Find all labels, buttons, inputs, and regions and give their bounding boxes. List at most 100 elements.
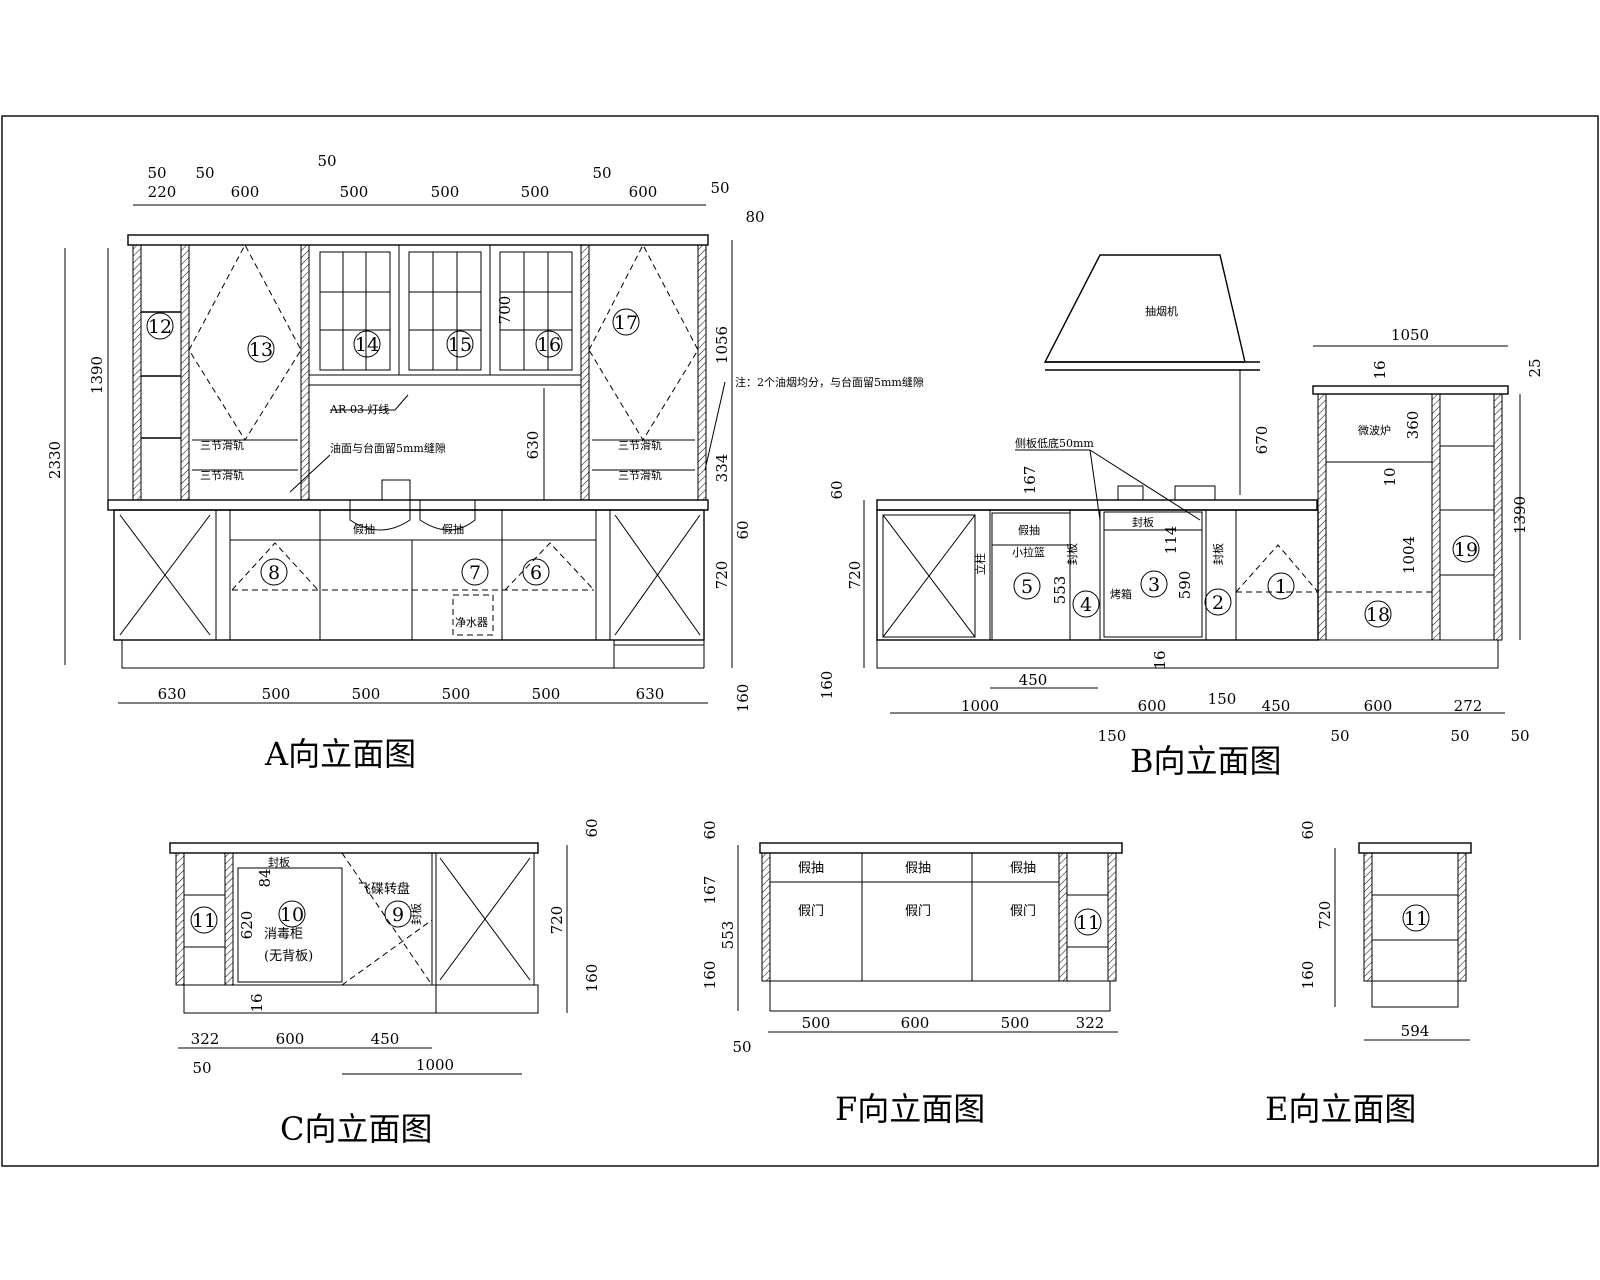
dim-label: 飞碟转盘 [358, 881, 410, 897]
dim-label: 160 [583, 964, 601, 993]
circle-label: 14 [355, 334, 379, 356]
dim-label: 160 [734, 684, 752, 713]
note-text: 侧板低底50mm [1015, 436, 1094, 450]
dim-label: 3 [1148, 574, 1160, 596]
dim-label: 720 [846, 561, 864, 590]
dim-label: 1390 [1511, 496, 1529, 534]
note-text: 封板 [1211, 543, 1225, 565]
note-text: 三节滑轨 [200, 438, 244, 452]
dim-label: 84 [256, 868, 274, 887]
dim-label: 16 [1151, 650, 1169, 669]
dim-label: 假门 [905, 904, 931, 919]
view-title-c: C向立面图 [280, 1110, 433, 1148]
dim-label: 160 [818, 671, 836, 700]
dim-label: 1050 [1391, 326, 1429, 344]
dim-label: 消毒柜 [264, 927, 303, 942]
note-text: 烤箱 [1110, 587, 1132, 601]
circle-label: 8 [268, 562, 280, 584]
dim-label: 620 [238, 911, 256, 940]
note-text: 立柱 [973, 553, 987, 575]
dim-label: 167 [701, 876, 719, 905]
dim-label: 160 [1299, 961, 1317, 990]
dim-label: 500 [802, 1014, 831, 1032]
dim-label: 11 [192, 910, 216, 932]
dim-label: 600 [901, 1014, 930, 1032]
dim-label: 600 [276, 1030, 305, 1048]
note-text: AR-03 灯线 [329, 402, 389, 416]
dim-label: 590 [1176, 571, 1194, 600]
note-text: 假抽 [1018, 523, 1040, 537]
dim-label: 11 [1404, 908, 1428, 930]
note-text: 假抽 [353, 522, 375, 536]
dim-label: 50 [317, 152, 336, 170]
dim-label: 假抽 [905, 861, 931, 876]
dim-label: 10 [280, 904, 304, 926]
dims-right-a: 80 1056 334 60 720 160 [713, 208, 765, 712]
hood-label: 抽烟机 [1145, 304, 1178, 318]
dims-bottom-a: 630 500 500 500 500 630 [158, 685, 665, 703]
dim-label: 450 [1262, 697, 1291, 715]
circle-label: 7 [469, 562, 481, 584]
dim-label: 2330 [46, 441, 64, 479]
dim-label: 600 [629, 183, 658, 201]
dim-label: 60 [701, 820, 719, 839]
dim-label: 50 [192, 1059, 211, 1077]
note-text: 注：2个油烟均分，与台面留5mm缝隙 [735, 375, 924, 389]
dim-label: 50 [1450, 727, 1469, 745]
dim-label: 1004 [1400, 536, 1418, 574]
dim-label: 1056 [713, 326, 731, 364]
dim-label: 16 [1371, 360, 1389, 379]
dim-label: 50 [732, 1038, 751, 1056]
dim-label: 160 [701, 961, 719, 990]
dim-label: 500 [521, 183, 550, 201]
dim-label: 50 [147, 164, 166, 182]
view-title-a: A向立面图 [264, 735, 416, 773]
circle-label: 6 [530, 562, 542, 584]
dim-label: 600 [1364, 697, 1393, 715]
dim-label: 720 [713, 561, 731, 590]
dim-label: 封板 [409, 903, 423, 925]
dim-label: 594 [1401, 1022, 1430, 1040]
dim-label: 334 [713, 454, 731, 483]
dim-label: 150 [1098, 727, 1127, 745]
dim-label: 1 [1275, 576, 1287, 598]
note-text: 三节滑轨 [618, 468, 662, 482]
dim-label: 630 [636, 685, 665, 703]
dim-label: 假门 [1010, 904, 1036, 919]
dim-label: 360 [1404, 411, 1422, 440]
dim-label: 1390 [88, 356, 106, 394]
dim-label: 450 [1019, 671, 1048, 689]
view-title-f: F向立面图 [835, 1090, 985, 1128]
dim-label: 322 [191, 1030, 220, 1048]
dim-label: 630 [158, 685, 187, 703]
dims-top-a: 50 220 50 600 50 500 500 500 50 600 50 [147, 152, 729, 201]
view-title-e: E向立面图 [1265, 1090, 1416, 1128]
dim-label: 720 [1316, 901, 1334, 930]
elevation-e: 11 60 720 160 594 E向立面图 [1265, 820, 1472, 1128]
dim-label: 167 [1021, 466, 1039, 495]
dim-label: 220 [148, 183, 177, 201]
elevation-b: 抽烟机 微波炉 侧板低底50mm 封 [818, 254, 1544, 780]
microwave-label: 微波炉 [1358, 423, 1391, 437]
elevation-a: 12 13 14 15 16 17 8 7 6 三节滑轨 三节滑轨 三节滑轨 三… [46, 152, 924, 773]
dim-label: 500 [352, 685, 381, 703]
note-text: 三节滑轨 [618, 438, 662, 452]
circle-labels-a: 12 13 14 15 16 17 8 7 6 [146, 308, 640, 586]
dim-label: 500 [442, 685, 471, 703]
circle-label: 12 [148, 316, 172, 338]
dim-label: 假抽 [1010, 861, 1036, 876]
dim-label: 1000 [961, 697, 999, 715]
dim-label: 500 [340, 183, 369, 201]
dim-label: 25 [1526, 358, 1544, 377]
dim-label: 553 [719, 921, 737, 950]
dim-label: 5 [1021, 576, 1033, 598]
dim-label: 假抽 [798, 861, 824, 876]
elevation-c: 封板 封板 飞碟转盘 消毒柜 (无背板) 11 10 9 84 620 16 6… [169, 818, 601, 1148]
dim-label: 4 [1080, 594, 1092, 616]
circle-label: 15 [448, 334, 472, 356]
dim-label: 80 [745, 208, 764, 226]
dim-label: 114 [1162, 526, 1180, 555]
note-text: 净水器 [455, 615, 488, 629]
note-text: 封板 [1065, 543, 1079, 565]
